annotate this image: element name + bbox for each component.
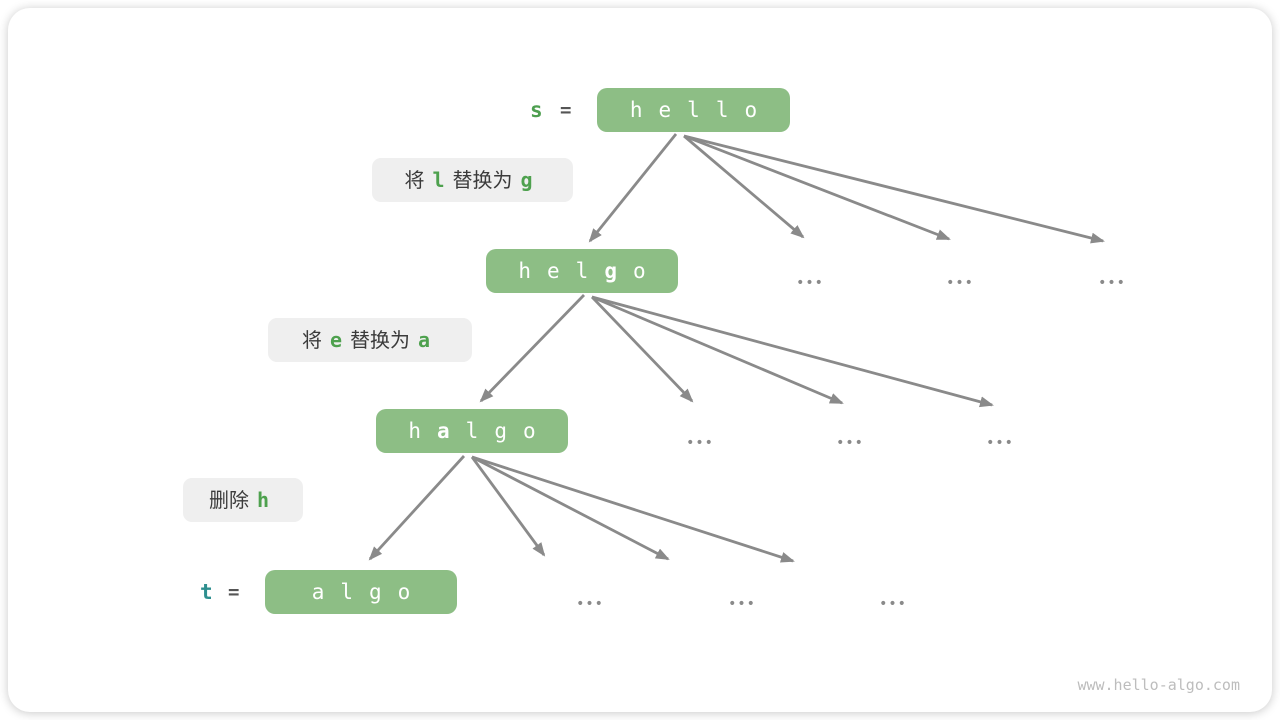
node-letter: l <box>687 98 700 122</box>
ellipsis-node: ••• <box>879 596 907 612</box>
op-text: 将 <box>404 170 425 192</box>
op-letter-from: h <box>256 488 270 512</box>
node-letter-changed: g <box>604 259 617 283</box>
watermark: www.hello-algo.com <box>1077 676 1240 694</box>
ellipsis-node: ••• <box>1098 275 1126 291</box>
node-letter: l <box>340 580 353 604</box>
node-letter: h <box>408 419 422 443</box>
node-letter: o <box>632 259 646 283</box>
op-text: 将 <box>301 330 322 352</box>
op-text: 替换为 <box>452 170 513 192</box>
variable-t-label: t <box>200 580 213 604</box>
ellipsis-node: ••• <box>686 435 714 451</box>
ellipsis-node: ••• <box>796 275 824 291</box>
op-text: 替换为 <box>350 330 410 352</box>
node-letter: h <box>518 259 532 283</box>
node-letter: o <box>522 419 536 443</box>
node-letter-changed: a <box>437 419 450 443</box>
ellipsis-node: ••• <box>946 275 974 291</box>
op-letter-to: g <box>520 168 533 192</box>
node-letter: e <box>547 259 560 283</box>
node-letter: o <box>397 580 411 604</box>
op-letter-from: l <box>432 168 445 192</box>
node-letter: l <box>465 419 479 443</box>
node-letter: l <box>575 259 589 283</box>
op-text: 删除 <box>208 490 249 512</box>
equals-sign-t: = <box>228 581 240 603</box>
equals-sign-s: = <box>560 99 572 121</box>
ellipsis-node: ••• <box>728 596 756 612</box>
op-letter-to: a <box>418 328 431 352</box>
operation-label-delete-h: 删除 h <box>183 478 303 522</box>
node-letter: a <box>311 580 325 604</box>
ellipsis-node: ••• <box>986 435 1014 451</box>
variable-s-label: s <box>530 98 543 122</box>
ellipsis-node: ••• <box>836 435 864 451</box>
node-letter: g <box>369 580 382 604</box>
node-letter: h <box>629 98 643 122</box>
node-letter: o <box>744 98 758 122</box>
node-letter: g <box>494 419 507 443</box>
op-letter-from: e <box>329 328 342 352</box>
node-letter: e <box>658 98 672 122</box>
node-letter: l <box>715 98 729 122</box>
ellipsis-node: ••• <box>576 596 604 612</box>
